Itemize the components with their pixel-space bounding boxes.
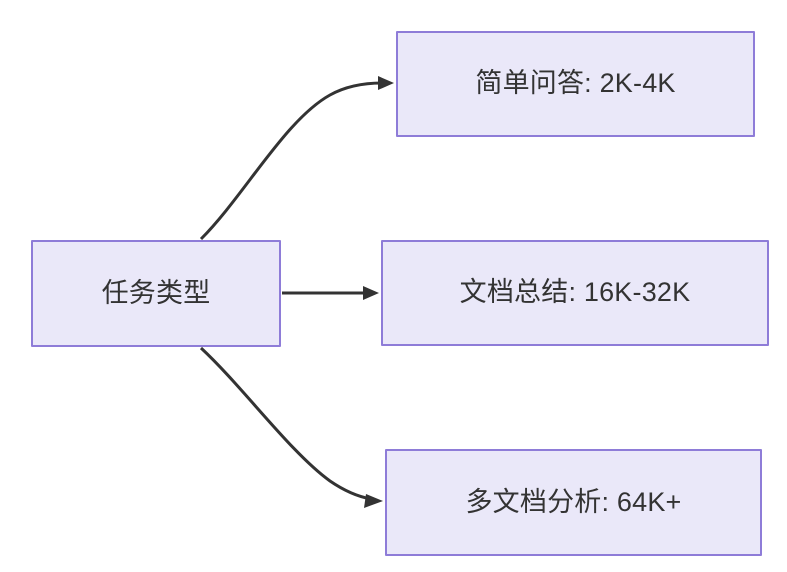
node-task-type-label: 任务类型 xyxy=(101,277,211,308)
arrow-head-multi-doc xyxy=(364,494,383,508)
arrow-head-doc-summary xyxy=(363,286,379,300)
edge-root-to-multi-doc xyxy=(199,346,372,501)
node-simple-qa-label: 简单问答: 2K-4K xyxy=(475,68,676,99)
node-simple-qa[interactable]: 简单问答: 2K-4K xyxy=(396,31,755,137)
node-doc-summary[interactable]: 文档总结: 16K-32K xyxy=(381,240,769,346)
arrow-head-simple-qa xyxy=(378,76,394,90)
node-multi-doc-label: 多文档分析: 64K+ xyxy=(465,486,682,517)
node-task-type[interactable]: 任务类型 xyxy=(31,240,281,347)
node-multi-doc[interactable]: 多文档分析: 64K+ xyxy=(385,449,762,556)
node-doc-summary-label: 文档总结: 16K-32K xyxy=(459,277,691,308)
edge-root-to-simple-qa xyxy=(199,81,383,241)
